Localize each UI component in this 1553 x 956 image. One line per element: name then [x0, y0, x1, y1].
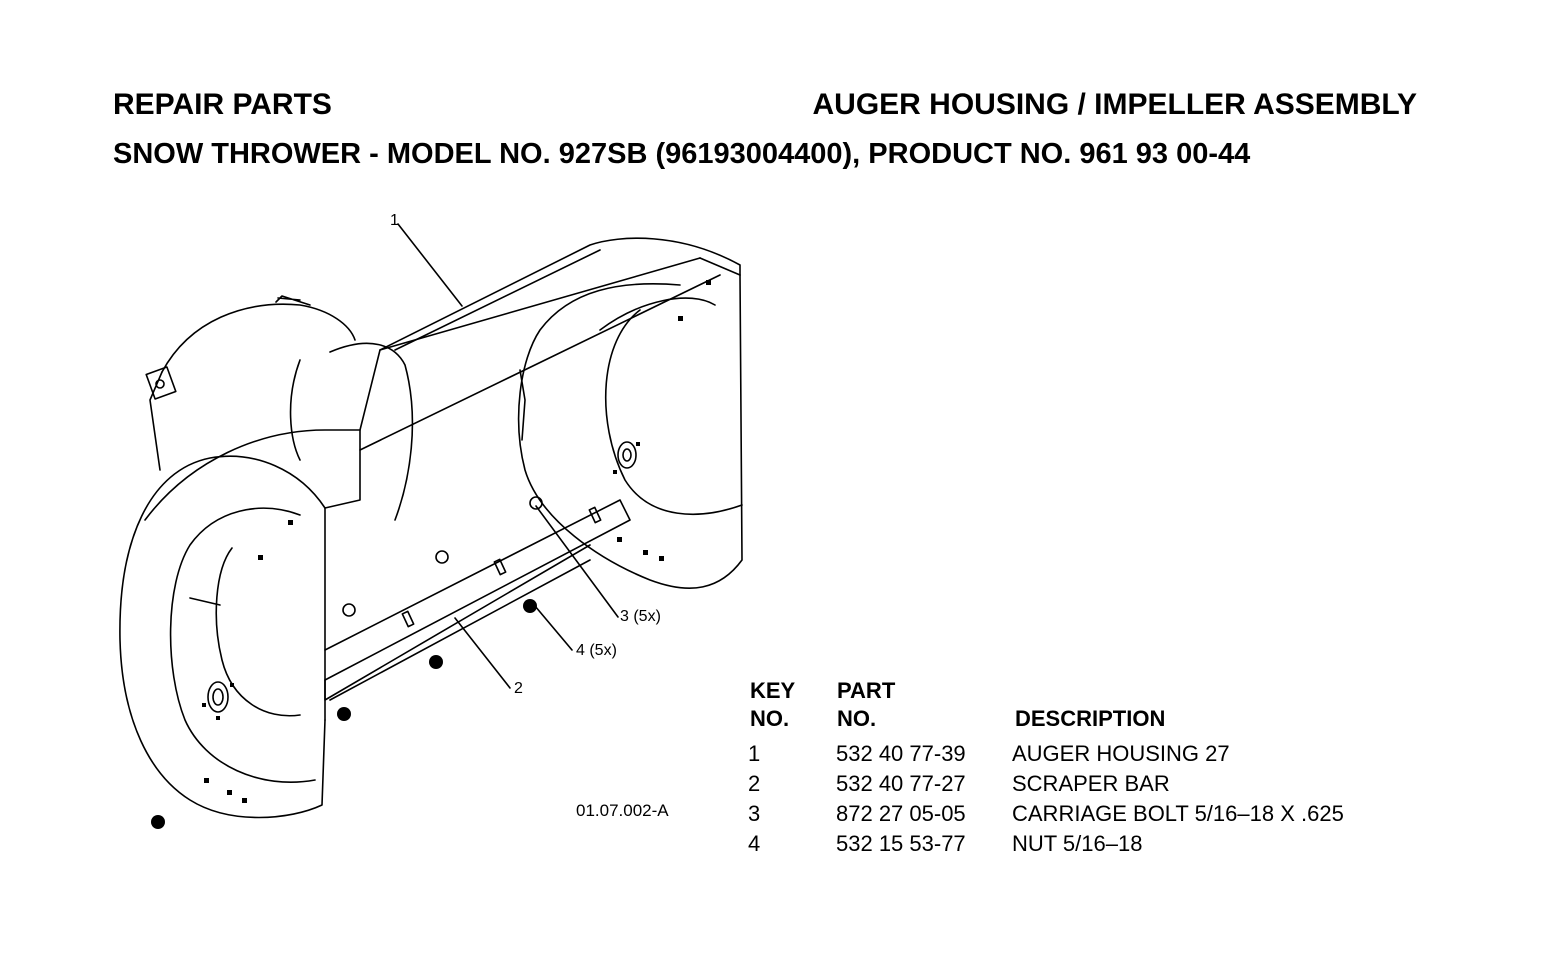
- row-key: 4: [748, 831, 761, 856]
- figure-id: 01.07.002-A: [576, 801, 669, 820]
- row-description: AUGER HOUSING 27: [1012, 741, 1230, 766]
- callout-2: 2: [514, 680, 523, 697]
- row-description: SCRAPER BAR: [1012, 771, 1170, 796]
- page-title-right: AUGER HOUSING / IMPELLER ASSEMBLY: [812, 88, 1417, 121]
- header-key-line2: NO.: [750, 706, 790, 731]
- row-part-no: 532 40 77-27: [836, 771, 966, 796]
- page-subtitle: SNOW THROWER - MODEL NO. 927SB (96193004…: [113, 138, 1251, 170]
- row-description: NUT 5/16–18: [1012, 831, 1143, 856]
- callout-3: 3 (5x): [620, 608, 661, 625]
- row-part-no: 532 15 53-77: [836, 831, 966, 856]
- header-part-line1: PART: [837, 678, 896, 703]
- row-part-no: 872 27 05-05: [836, 801, 966, 826]
- page-title-left: REPAIR PARTS: [113, 88, 332, 121]
- header-part-line2: NO.: [837, 706, 877, 731]
- row-key: 3: [748, 801, 761, 826]
- callout-4: 4 (5x): [576, 642, 617, 659]
- row-part-no: 532 40 77-39: [836, 741, 966, 766]
- callout-1: 1: [390, 212, 399, 229]
- row-key: 1: [748, 741, 761, 766]
- header-description: DESCRIPTION: [1015, 706, 1166, 731]
- header-key-line1: KEY: [750, 678, 796, 703]
- row-key: 2: [748, 771, 761, 796]
- row-description: CARRIAGE BOLT 5/16–18 X .625: [1012, 801, 1344, 826]
